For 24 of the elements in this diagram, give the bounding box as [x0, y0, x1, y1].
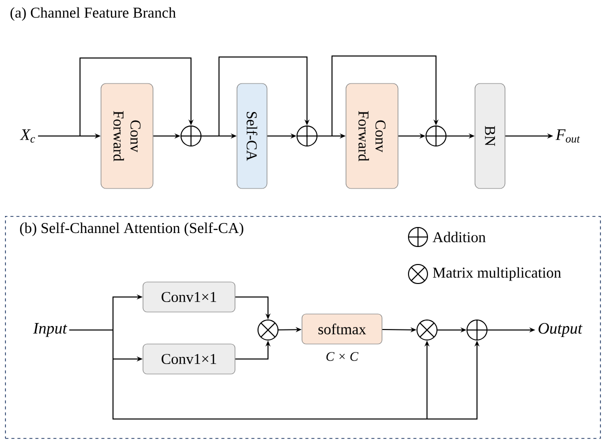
title: (a) Channel Feature Branch — [10, 7, 176, 21]
arrow — [201, 56, 310, 136]
addition-symbol — [296, 126, 318, 146]
multiplication-symbol — [416, 320, 438, 340]
dimension-label: C × C — [326, 352, 358, 361]
input-label: Input — [33, 323, 68, 337]
legend-text: Addition — [432, 232, 486, 242]
legend-text: Matrix multiplication — [432, 267, 562, 281]
process-box: Conv1×1 — [142, 344, 236, 374]
addition-symbol — [180, 126, 202, 146]
process-box: Conv1×1 — [142, 282, 236, 312]
process-box: Conv Forward — [346, 83, 398, 189]
addition-symbol — [426, 126, 446, 146]
process-box: Self-CA — [236, 83, 268, 189]
process-box: BN — [474, 83, 506, 189]
addition-symbol — [466, 320, 488, 340]
input-symbol: X$_{c}$ — [20, 129, 35, 143]
multiplication-symbol — [258, 320, 278, 340]
arrow — [38, 58, 194, 136]
output-symbol: F$_{out}$ — [556, 129, 580, 143]
output-label: Output — [538, 323, 583, 337]
process-box: softmax — [302, 314, 382, 344]
process-box: Conv Forward — [100, 83, 154, 189]
arrow — [317, 56, 439, 136]
